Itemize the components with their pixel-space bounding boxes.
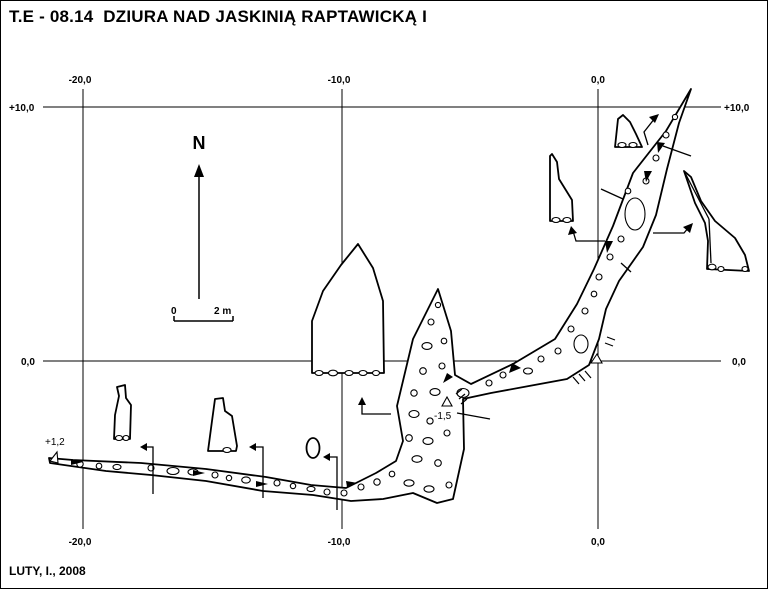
boulders [76,113,679,497]
north-arrow: N [193,133,206,299]
author-credit: LUTY, I., 2008 [9,564,86,578]
x-label-top-minus20: -20,0 [69,75,92,86]
north-label: N [193,133,206,153]
cross-section-profiles [113,114,750,459]
scale-bar: 0 2 m [171,306,234,322]
depth-mark-start: +1,2 [45,437,65,448]
x-label-top-0: 0,0 [591,75,605,86]
entrance-hatching [455,336,616,405]
y-label-right-0: 0,0 [732,357,746,368]
slope-arrows [71,142,665,487]
scale-start-label: 0 [171,306,177,317]
profile-floor-debris [114,141,749,454]
cave-passage [48,88,692,504]
survey-stations [49,352,603,464]
y-label-right-plus10: +10,0 [724,103,750,114]
x-label-bottom-0: 0,0 [591,537,605,548]
depth-mark-chamber: -1,5 [434,411,452,422]
x-label-top-minus10: -10,0 [328,75,351,86]
cross-section-markers [140,114,693,510]
x-label-bottom-minus10: -10,0 [328,537,351,548]
y-label-left-0: 0,0 [21,357,35,368]
map-title: T.E - 08.14 DZIURA NAD JASKINIĄ RAPTAWIC… [9,7,427,26]
y-label-left-plus10: +10,0 [9,103,35,114]
x-label-bottom-minus20: -20,0 [69,537,92,548]
scale-end-label: 2 m [214,306,231,317]
